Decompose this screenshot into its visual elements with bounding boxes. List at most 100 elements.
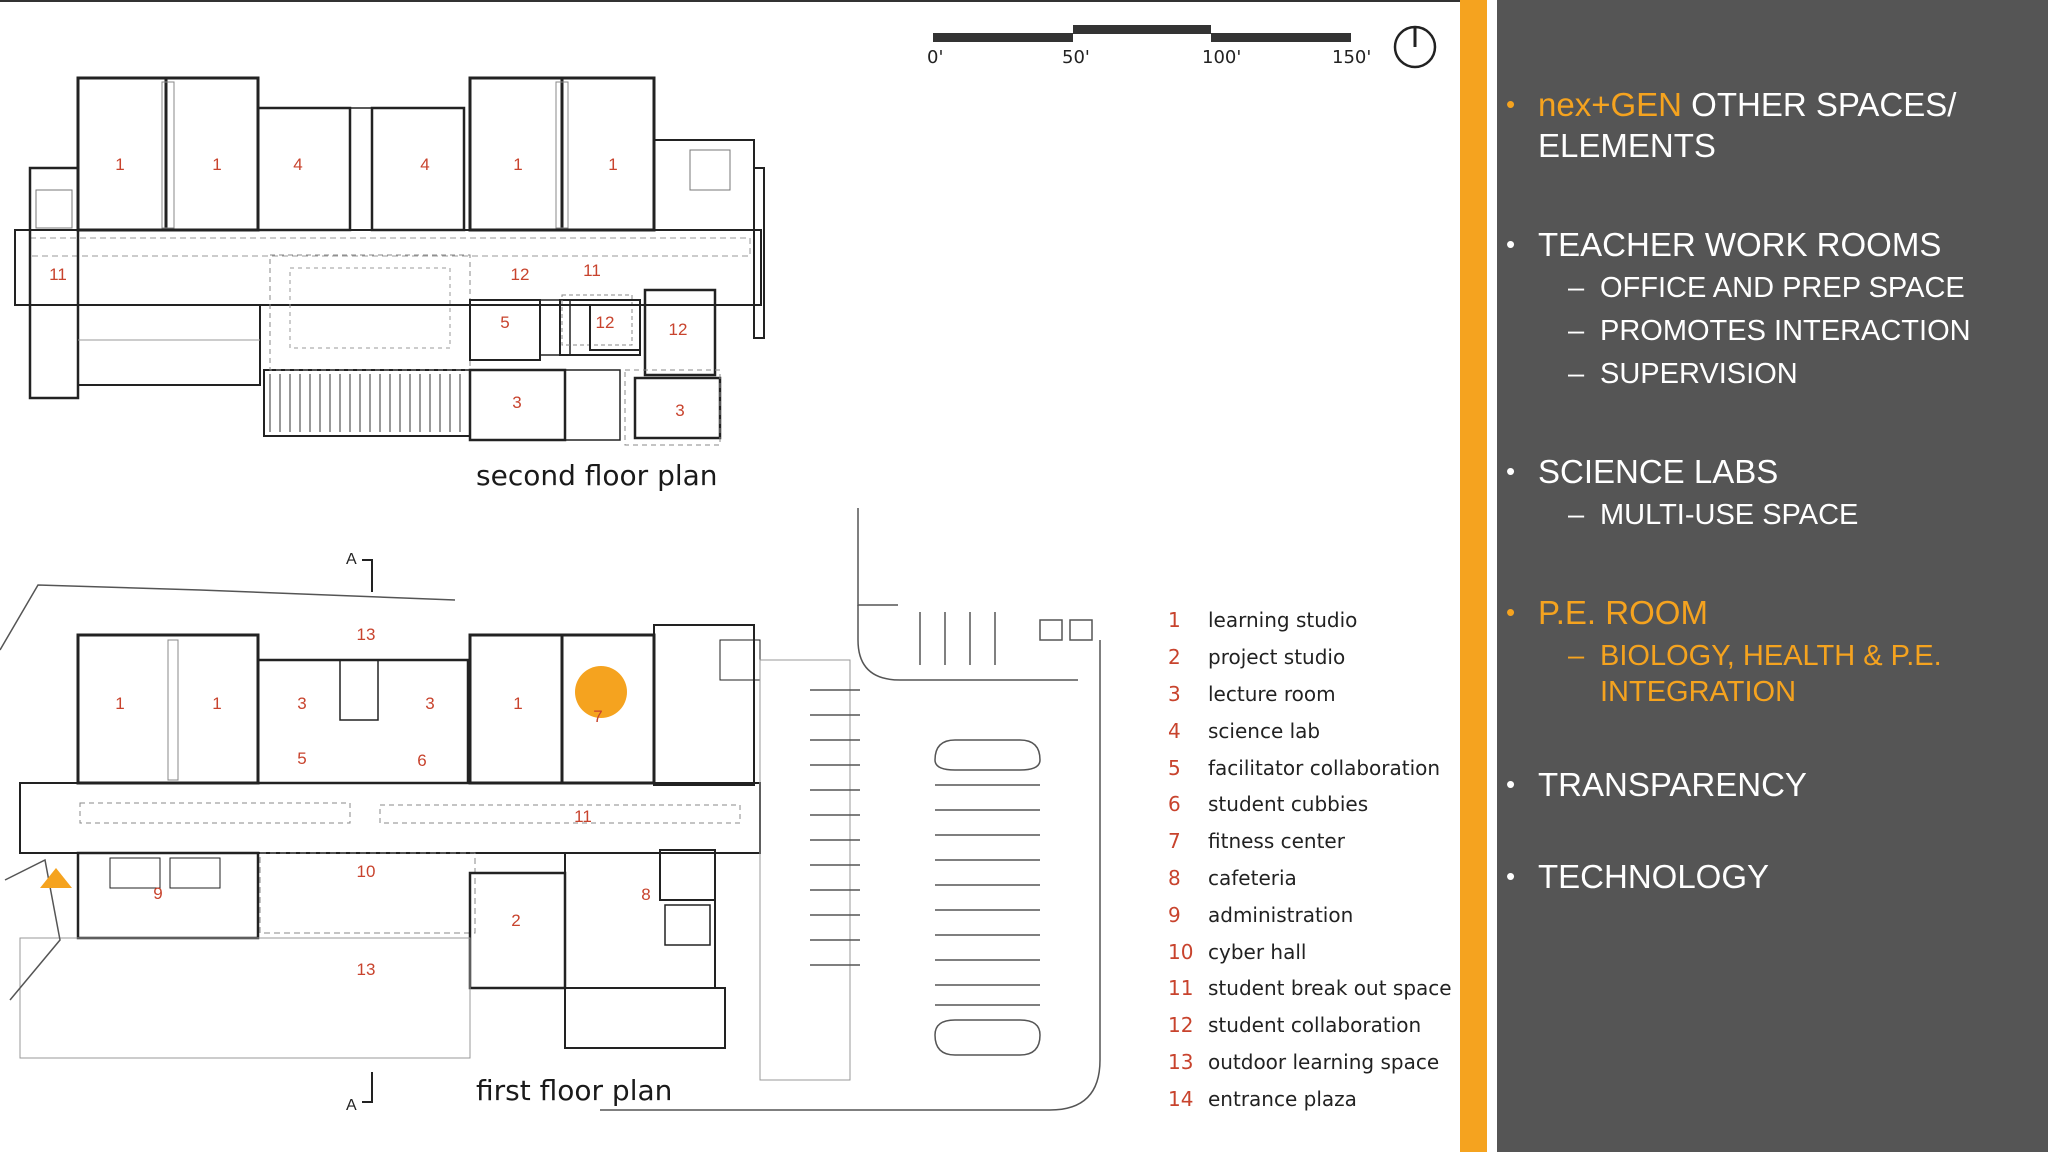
legend-label: student cubbies: [1208, 792, 1369, 817]
room-number: 3: [675, 401, 684, 420]
legend-label: fitness center: [1208, 829, 1345, 854]
top-border: [0, 0, 1460, 2]
room-number: 7: [593, 707, 602, 726]
bullet-text: TECHNOLOGY: [1538, 858, 1770, 895]
room-number: 6: [417, 751, 426, 770]
bullet-text: TEACHER WORK ROOMS: [1538, 226, 1942, 263]
sub-bullet-text: SUPERVISION: [1600, 358, 1798, 390]
legend-label: facilitator collaboration: [1208, 755, 1441, 780]
first-floor-plan: [0, 508, 1101, 1111]
second-floor-plan-label: second floor plan: [476, 459, 718, 492]
legend-item: 6 student cubbies: [1160, 786, 1460, 823]
room-number: 10: [357, 862, 376, 881]
parking-stripes: [810, 612, 1040, 1006]
scale-tick-100: 100': [1202, 47, 1242, 68]
floor-plan-drawing: 1 1 4 4 1 1 11 12 11 5 12 12 3 3: [0, 0, 1460, 1114]
legend-number: 2: [1168, 645, 1181, 670]
room-number: 11: [583, 261, 601, 280]
room-number: 12: [669, 320, 688, 339]
dash-marker: –: [1568, 499, 1585, 531]
legend-label: student break out space: [1208, 976, 1452, 1001]
entrance-plaza-marker: [40, 868, 72, 888]
room-number: 1: [115, 694, 124, 713]
bullet-dot: •: [1506, 597, 1516, 627]
room-number: 12: [596, 313, 615, 332]
legend-label: cyber hall: [1208, 939, 1307, 964]
bullet-text: OTHER SPACES/ ELEMENTS: [1538, 86, 1957, 164]
room-number: 13: [357, 960, 376, 979]
scale-tick-50: 50': [1062, 47, 1090, 68]
legend-label: administration: [1208, 902, 1354, 927]
legend-label: project studio: [1208, 645, 1346, 670]
legend-number: 14: [1168, 1086, 1194, 1111]
room-number: 12: [511, 265, 530, 284]
legend-number: 11: [1168, 976, 1194, 1001]
bullet-text: SCIENCE LABS: [1538, 453, 1779, 490]
legend-item: 4 science lab: [1160, 712, 1460, 749]
room-number: 1: [513, 694, 522, 713]
legend-number: 3: [1168, 681, 1181, 706]
room-number: 11: [49, 265, 67, 284]
second-floor-seating: [269, 374, 461, 432]
section-marker-bottom: A: [346, 1097, 357, 1114]
legend-item: 10 cyber hall: [1160, 933, 1460, 970]
room-number: 3: [297, 694, 306, 713]
accent-divider-bar: [1460, 0, 1487, 1152]
north-arrow-icon: [1393, 25, 1437, 69]
legend-label: entrance plaza: [1208, 1086, 1357, 1111]
legend-number: 9: [1168, 902, 1181, 927]
bullet-dot: •: [1506, 456, 1516, 486]
room-number: 1: [212, 694, 221, 713]
legend-number: 4: [1168, 718, 1181, 743]
sub-bullet-text: PROMOTES INTERACTION: [1600, 315, 1971, 347]
bullet-dot: •: [1506, 89, 1516, 119]
first-floor-room-numbers: 13 1 1 3 3 1 7 5 6 11 10 9 8 2 13: [115, 625, 650, 979]
section-marker-top: A: [346, 551, 357, 568]
legend-item: 9 administration: [1160, 896, 1460, 933]
room-number: 5: [500, 313, 509, 332]
sub-bullet-text: OFFICE AND PREP SPACE: [1600, 272, 1965, 304]
room-number: 13: [357, 625, 376, 644]
room-number: 8: [641, 885, 650, 904]
room-number: 3: [512, 393, 521, 412]
room-number: 4: [420, 155, 429, 174]
legend-item: 14 entrance plaza: [1160, 1080, 1460, 1117]
room-number: 5: [297, 749, 306, 768]
dash-marker: –: [1568, 315, 1585, 347]
legend-label: student collaboration: [1208, 1013, 1422, 1038]
bullet-panel: [1497, 0, 2048, 1152]
second-floor-room-numbers: 1 1 4 4 1 1 11 12 11 5 12 12 3 3: [49, 155, 687, 420]
room-number: 1: [513, 155, 522, 174]
legend-item: 3 lecture room: [1160, 676, 1460, 713]
bullet-dot: •: [1506, 229, 1516, 259]
scale-bar: [933, 25, 1351, 42]
legend-number: 8: [1168, 865, 1181, 890]
second-floor-plan: [14, 76, 765, 446]
bullet-dot: •: [1506, 861, 1516, 891]
legend-item: 11 student break out space: [1160, 970, 1460, 1007]
divider-gap: [1487, 0, 1497, 1152]
scale-tick-0: 0': [927, 47, 944, 68]
legend-number: 12: [1168, 1013, 1194, 1038]
legend-number: 10: [1168, 939, 1194, 964]
legend-label: lecture room: [1208, 681, 1336, 706]
room-number: 1: [115, 155, 124, 174]
sub-bullet-text: MULTI-USE SPACE: [1600, 499, 1859, 531]
legend-label: science lab: [1208, 718, 1321, 743]
legend-label: cafeteria: [1208, 865, 1297, 890]
legend-item: 8 cafeteria: [1160, 860, 1460, 897]
room-number: 1: [212, 155, 221, 174]
legend-item: 2 project studio: [1160, 639, 1460, 676]
legend-number: 7: [1168, 829, 1181, 854]
legend-item: 12 student collaboration: [1160, 1007, 1460, 1044]
room-number: 1: [608, 155, 617, 174]
legend-item: 7 fitness center: [1160, 823, 1460, 860]
dash-marker: –: [1568, 272, 1585, 304]
legend-number: 6: [1168, 792, 1181, 817]
bullet-highlight: nex+GEN: [1538, 86, 1682, 123]
room-number: 3: [425, 694, 434, 713]
